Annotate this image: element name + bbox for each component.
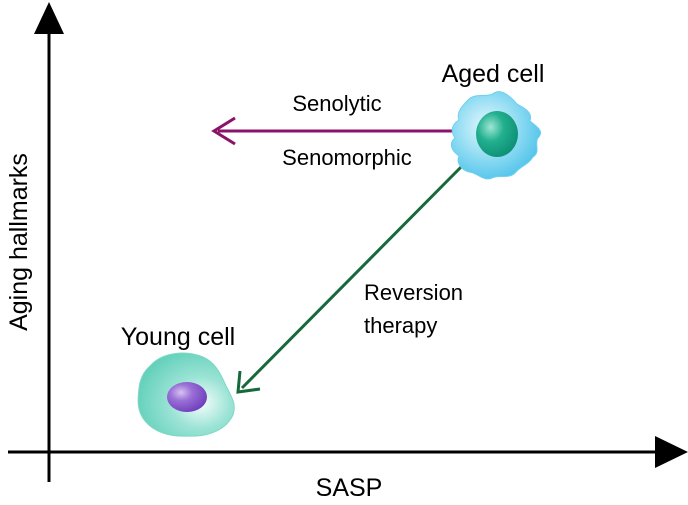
young-cell-nucleus	[167, 382, 207, 412]
y-axis-arrowhead	[34, 2, 64, 34]
aged-cell-nucleus	[476, 111, 518, 157]
aged-cell	[450, 91, 542, 180]
reversion-arrow	[236, 158, 470, 394]
senomorphic-label: Senomorphic	[282, 145, 412, 170]
young-cell	[137, 352, 235, 437]
x-axis-label: SASP	[316, 474, 383, 502]
reversion-label-line2: therapy	[364, 313, 437, 338]
senolytic-arrow	[211, 116, 452, 146]
y-axis-label: Aging hallmarks	[5, 153, 33, 331]
aged-cell-label: Aged cell	[442, 60, 545, 88]
x-axis-arrowhead	[655, 436, 688, 468]
senolytic-label: Senolytic	[292, 91, 381, 116]
reversion-label-line1: Reversion	[364, 280, 463, 305]
young-cell-label: Young cell	[121, 323, 235, 351]
